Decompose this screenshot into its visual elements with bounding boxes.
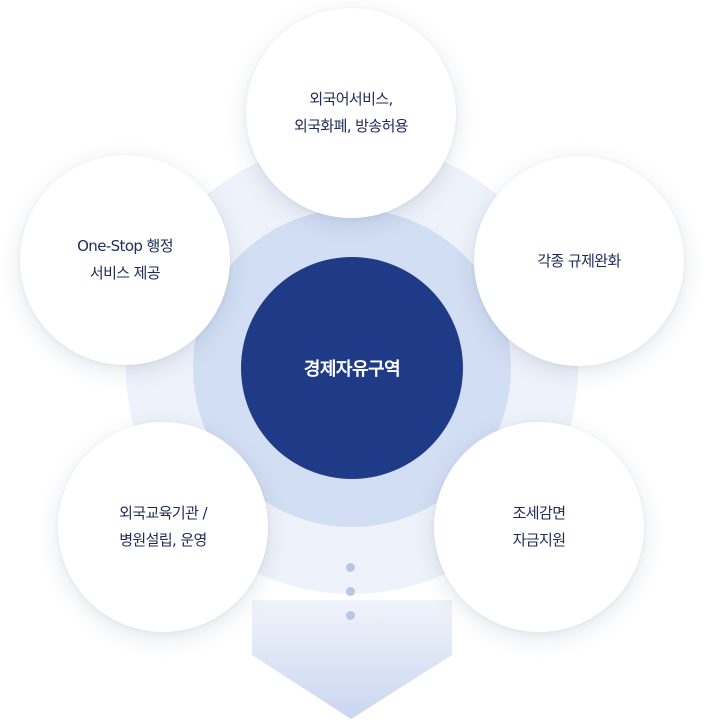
benefit-deregulation: 각종 규제완화 — [474, 156, 684, 366]
benefit-education-hospital: 외국교육기관 / 병원설립, 운영 — [58, 422, 268, 632]
connector-dot — [346, 611, 355, 620]
center-label: 경제자유구역 — [303, 359, 401, 380]
benefit-line: 외국어서비스, — [309, 90, 393, 108]
benefit-line: 서비스 제공 — [89, 264, 161, 282]
benefit-line: 외국교육기관 / — [119, 504, 207, 522]
connector-dot — [346, 563, 355, 572]
center-circle: 경제자유구역 — [241, 257, 463, 479]
benefit-line: 각종 규제완화 — [537, 251, 621, 270]
benefit-one-stop-service: One-Stop 행정 서비스 제공 — [20, 155, 230, 365]
benefit-tax-funding: 조세감면 자금지원 — [434, 422, 644, 632]
benefit-line: 자금지원 — [512, 531, 566, 549]
benefit-foreign-language-currency: 외국어서비스, 외국화폐, 방송허용 — [246, 8, 456, 218]
benefit-line: 외국화폐, 방송허용 — [294, 117, 409, 135]
benefit-line: One-Stop 행정 — [77, 237, 173, 255]
benefit-line: 조세감면 — [512, 504, 566, 522]
connector-dot — [346, 587, 355, 596]
benefit-line: 병원설립, 운영 — [119, 531, 207, 549]
